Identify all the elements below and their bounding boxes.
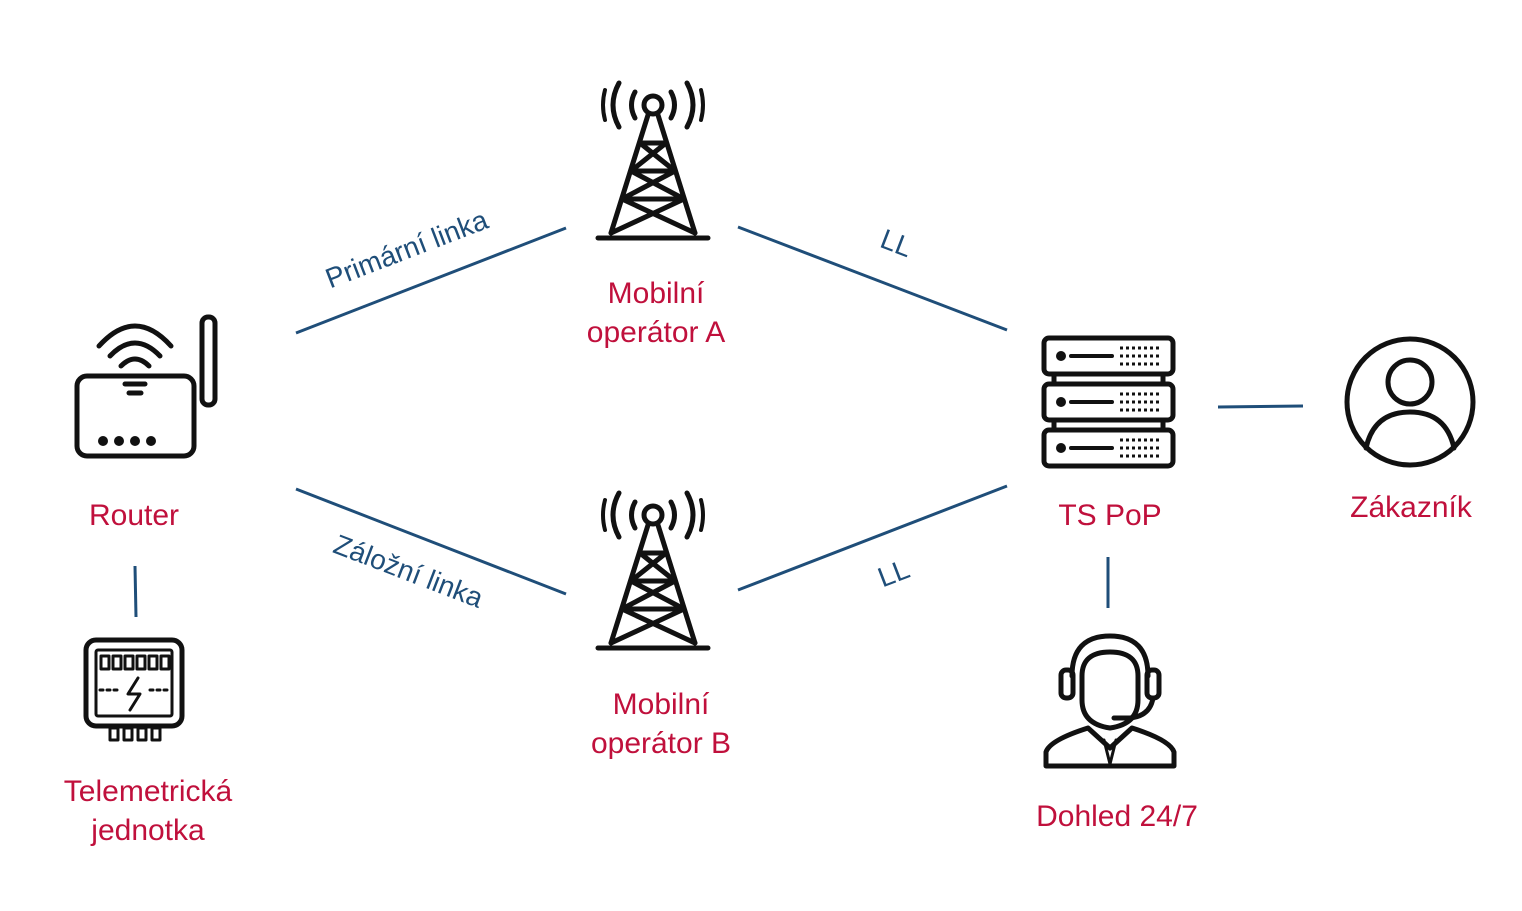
electric-meter-icon: [83, 637, 185, 742]
operator-b-label-line2: operátor B: [591, 727, 731, 760]
cell-tower-icon: [595, 80, 711, 241]
user-circle-icon: [1344, 336, 1476, 468]
headset-operator-icon: [1043, 633, 1177, 769]
operator-a-label-line2: operátor A: [587, 316, 725, 349]
link-ll-a: [737, 225, 1008, 332]
telemetry-label-line2: jednotka: [90, 814, 205, 847]
ts-pop-label: TS PoP: [1058, 499, 1161, 532]
ll-a-label: LL: [876, 223, 916, 263]
link-primary: [295, 226, 567, 335]
primary-link-label: Primární linka: [321, 204, 492, 294]
server-rack-icon: [1041, 335, 1176, 469]
customer-label: Zákazník: [1350, 491, 1473, 524]
telemetry-label-line1: Telemetrická: [64, 775, 233, 808]
ll-b-label: LL: [873, 553, 913, 593]
router-label: Router: [89, 499, 179, 532]
link-backup: [295, 487, 567, 596]
cell-tower-icon: [595, 490, 711, 651]
monitoring-label: Dohled 24/7: [1036, 800, 1198, 833]
wifi-router-icon: [74, 314, 218, 459]
link-ll-b: [737, 484, 1008, 592]
backup-link-label: Záložní linka: [329, 528, 487, 613]
operator-a-label-line1: Mobilní: [608, 277, 705, 310]
link-pop-customer: [1217, 404, 1304, 409]
operator-b-label-line1: Mobilní: [613, 688, 710, 721]
link-router-telemetry: [133, 565, 138, 618]
